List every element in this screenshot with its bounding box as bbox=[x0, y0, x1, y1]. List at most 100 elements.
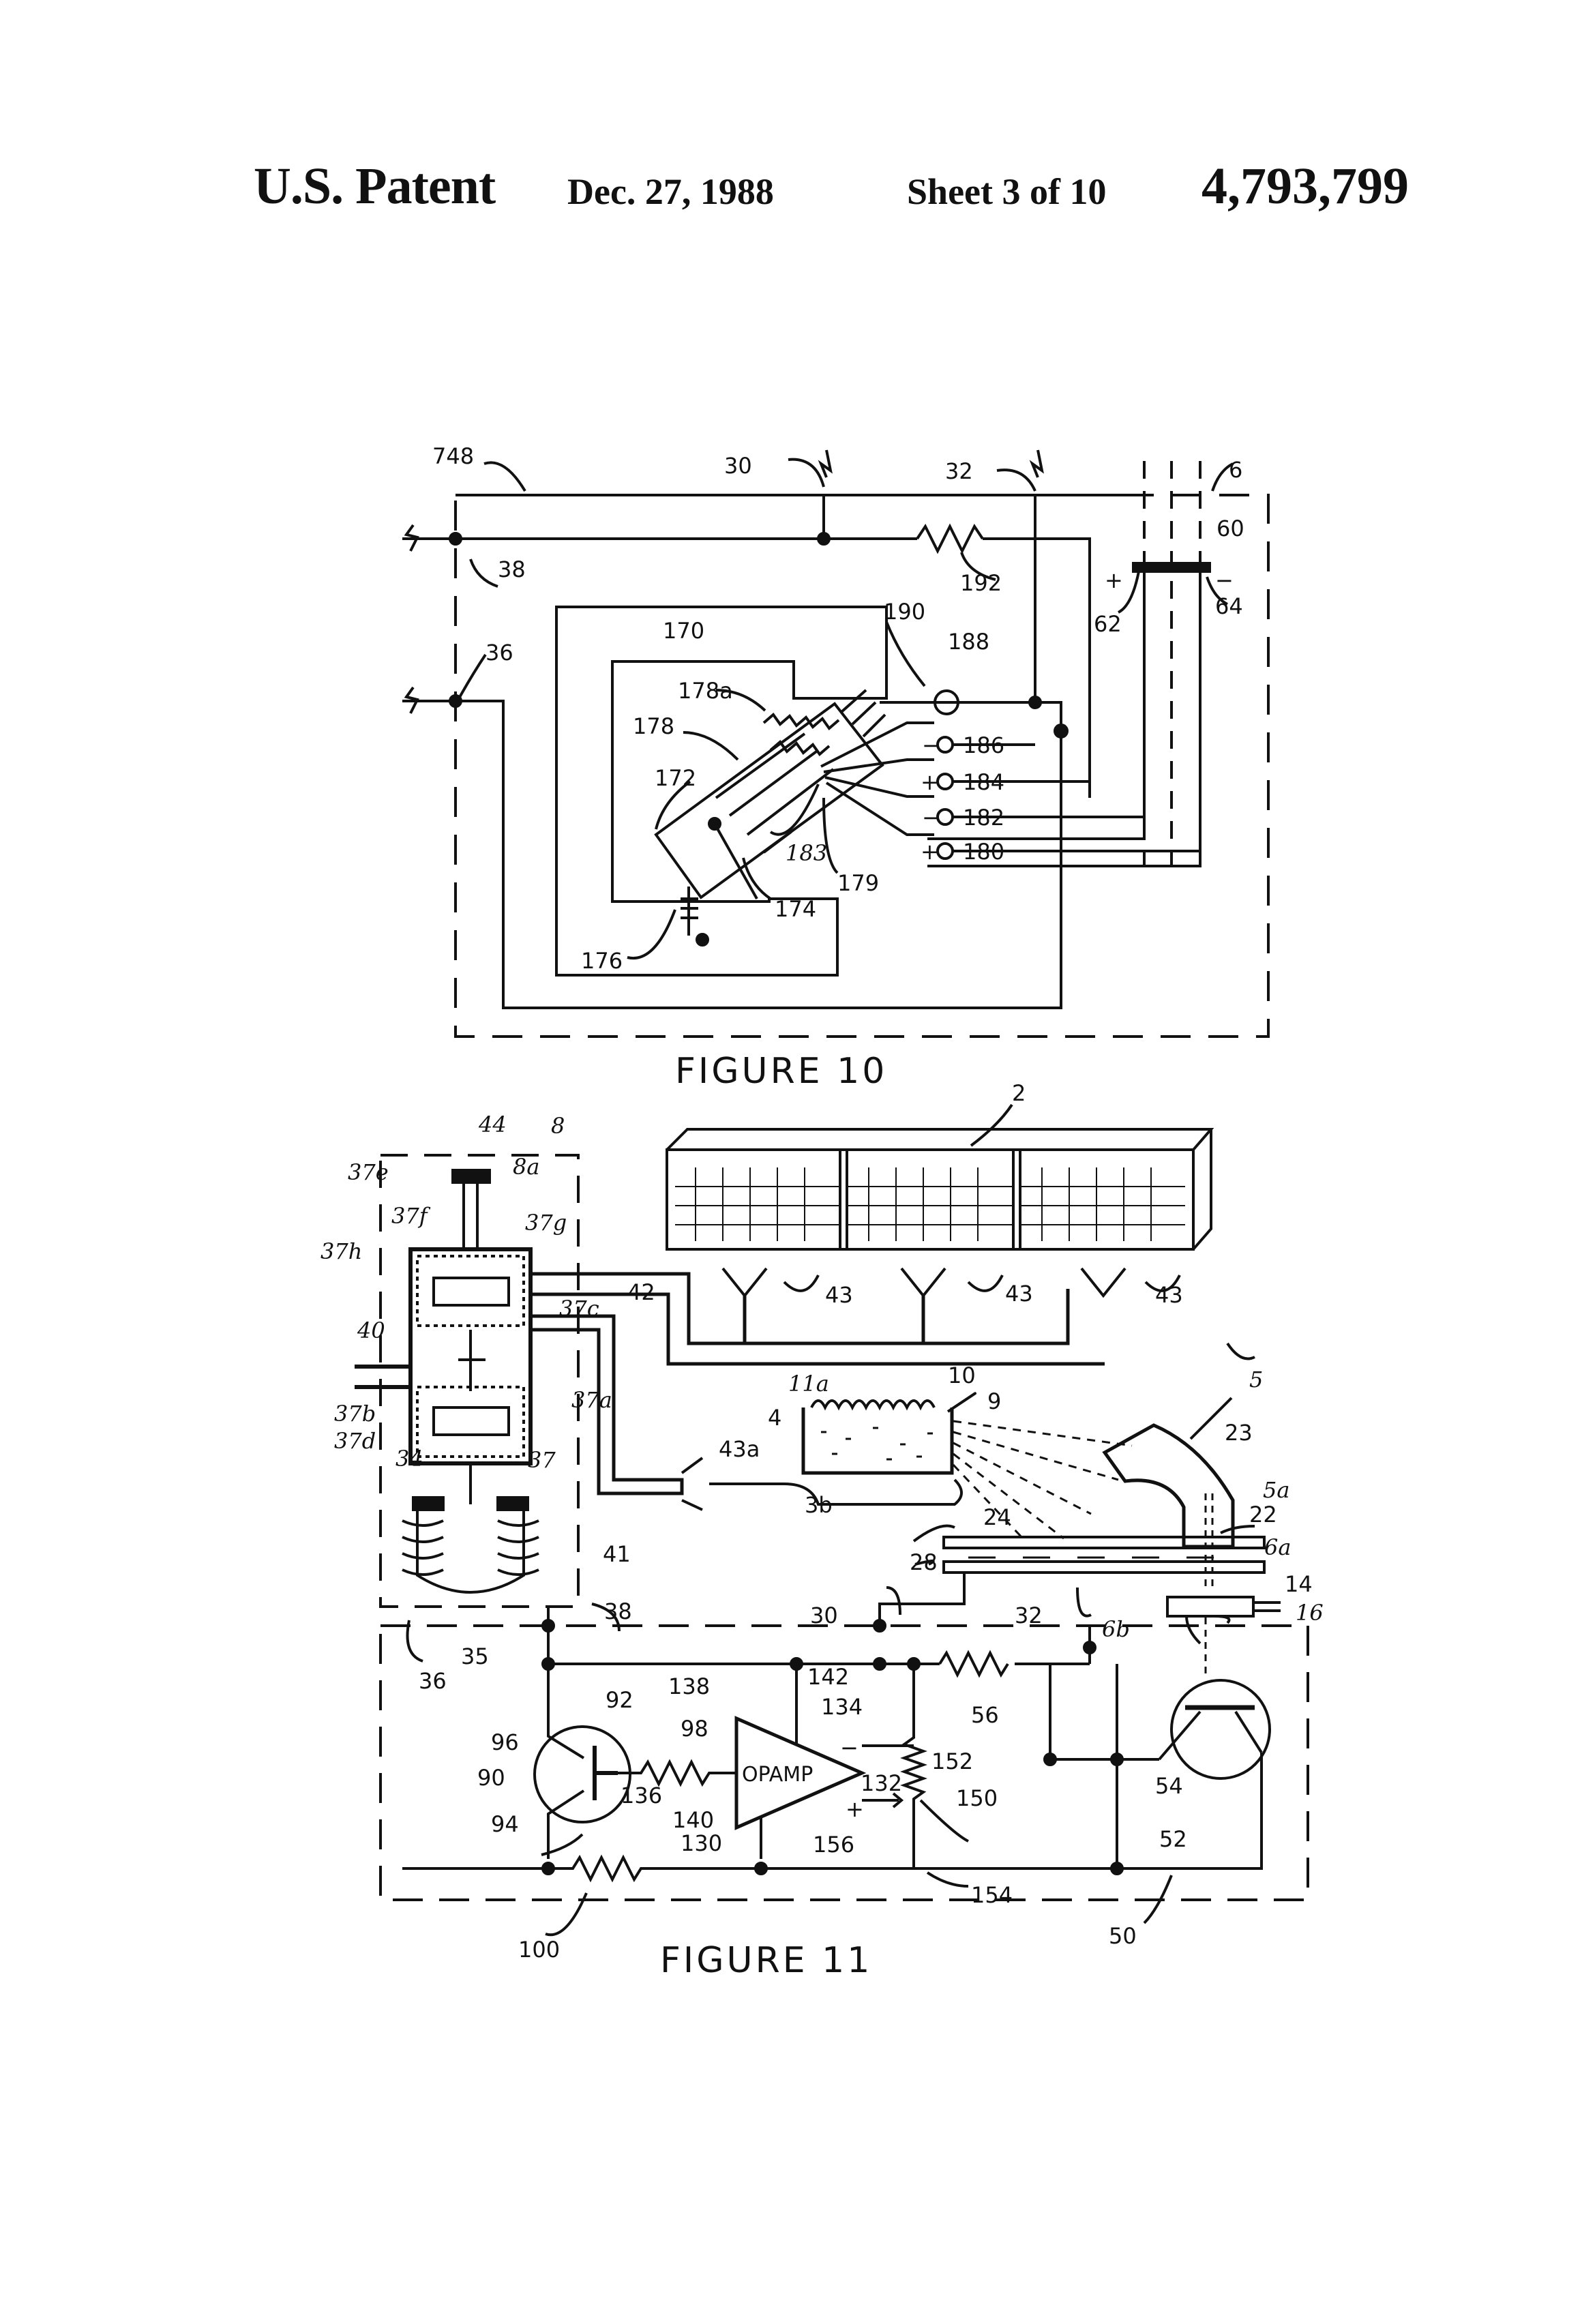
label-6: 6 bbox=[1229, 457, 1242, 483]
heater-grid-v bbox=[696, 1167, 1151, 1241]
heater-grid-h bbox=[675, 1187, 1185, 1225]
figure-10-labels: 748 30 32 6 60 38 192 + − 62 64 170 190 … bbox=[432, 443, 1244, 1092]
junction-32 bbox=[1030, 697, 1041, 708]
valve-stem-top bbox=[464, 1181, 477, 1249]
label-32: 32 bbox=[1015, 1603, 1043, 1628]
heater-top-edge bbox=[667, 1129, 1211, 1249]
solenoid-cap-left bbox=[413, 1498, 443, 1510]
opamp-label: OPAMP bbox=[742, 1763, 813, 1787]
transistor-base-96 bbox=[595, 1746, 618, 1800]
label-94: 94 bbox=[491, 1811, 519, 1837]
container-4 bbox=[803, 1407, 952, 1473]
junction-h bbox=[543, 1863, 554, 1874]
junction-30b bbox=[874, 1620, 885, 1631]
label-38: 38 bbox=[498, 556, 526, 582]
label-2: 2 bbox=[1012, 1080, 1026, 1106]
resistor-192 bbox=[917, 526, 983, 551]
leader-190 bbox=[886, 622, 925, 686]
heater-unit-2 bbox=[840, 1150, 1020, 1249]
burner-nozzles-43 bbox=[723, 1268, 1125, 1296]
label-23: 23 bbox=[1225, 1420, 1253, 1446]
right-verticals bbox=[1050, 1664, 1117, 1868]
leader-183 bbox=[771, 784, 818, 835]
label-41: 41 bbox=[603, 1541, 631, 1567]
label-43a: 43a bbox=[719, 1436, 760, 1462]
label-136: 136 bbox=[621, 1783, 662, 1808]
solenoid-cap-right bbox=[498, 1498, 528, 1510]
figure-10-caption: FIGURE 10 bbox=[675, 1051, 887, 1092]
junction-e bbox=[1084, 1642, 1095, 1653]
label-174: 174 bbox=[775, 896, 816, 922]
label-748: 748 bbox=[432, 443, 474, 469]
figure-11-system bbox=[355, 1105, 1308, 1935]
junction-30 bbox=[818, 533, 829, 544]
junction-b bbox=[791, 1658, 802, 1669]
plate-28 bbox=[944, 1562, 1264, 1573]
label-100: 100 bbox=[518, 1937, 560, 1963]
label-178a: 178a bbox=[678, 678, 733, 704]
label-35: 35 bbox=[461, 1643, 489, 1669]
label-30: 30 bbox=[724, 453, 752, 479]
pivot-lower bbox=[697, 934, 708, 945]
label-132: 132 bbox=[861, 1770, 902, 1796]
label-16: 16 bbox=[1296, 1600, 1324, 1626]
break-32 bbox=[1032, 450, 1042, 477]
label-182: 182 bbox=[963, 805, 1004, 831]
leader-748 bbox=[484, 462, 525, 491]
label-56: 56 bbox=[971, 1702, 999, 1728]
label-52: 52 bbox=[1159, 1826, 1187, 1852]
valve-chamber-lower bbox=[434, 1407, 509, 1435]
label-134: 134 bbox=[821, 1694, 863, 1720]
junction-190 bbox=[1055, 725, 1067, 737]
resistor-56 bbox=[940, 1653, 1008, 1675]
label-42: 42 bbox=[627, 1279, 655, 1305]
minus-opamp: − bbox=[840, 1735, 859, 1761]
label-6a: 6a bbox=[1264, 1534, 1291, 1560]
label-90: 90 bbox=[477, 1765, 505, 1791]
label-190: 190 bbox=[884, 599, 925, 625]
label-43-c: 43 bbox=[1155, 1282, 1183, 1308]
figure-11-labels: 44 8 37e 8a 37f 37g 37h 37c 42 40 37a 37… bbox=[320, 1080, 1324, 1981]
cell-plate bbox=[1133, 563, 1210, 571]
plus-184: + bbox=[921, 769, 939, 795]
collector-23 bbox=[1105, 1425, 1233, 1547]
label-28: 28 bbox=[910, 1549, 938, 1575]
light-path-5 bbox=[1206, 1493, 1212, 1589]
minus-186: − bbox=[922, 732, 940, 758]
label-10: 10 bbox=[948, 1362, 976, 1388]
wire-30-fig11 bbox=[880, 1573, 964, 1626]
coil-11a bbox=[811, 1401, 934, 1407]
transistor-leads bbox=[548, 1664, 584, 1859]
minus-182: − bbox=[922, 805, 940, 831]
leader-176 bbox=[627, 910, 675, 958]
label-5a: 5a bbox=[1263, 1477, 1289, 1503]
label-38: 38 bbox=[604, 1598, 632, 1624]
label-183: 183 bbox=[786, 840, 827, 866]
label-156: 156 bbox=[813, 1832, 854, 1858]
junction-a bbox=[543, 1658, 554, 1669]
minus-64: − bbox=[1215, 567, 1234, 593]
heater-unit-3 bbox=[1013, 1150, 1193, 1249]
figure-10-circuit bbox=[402, 450, 1268, 1037]
label-176: 176 bbox=[581, 948, 623, 974]
heater-unit-1 bbox=[667, 1150, 847, 1249]
junction-g bbox=[1111, 1754, 1122, 1765]
junction-38 bbox=[450, 533, 461, 544]
leader-178 bbox=[683, 732, 738, 760]
solenoid-coil-left bbox=[402, 1521, 443, 1575]
label-62: 62 bbox=[1094, 611, 1122, 637]
label-37g: 37g bbox=[525, 1210, 567, 1236]
resistor-136 bbox=[618, 1762, 736, 1784]
spring-176 bbox=[681, 887, 698, 936]
label-8: 8 bbox=[551, 1113, 565, 1139]
junction-d bbox=[908, 1658, 919, 1669]
label-37a: 37a bbox=[571, 1387, 612, 1413]
label-37: 37 bbox=[528, 1447, 556, 1473]
label-37h: 37h bbox=[320, 1238, 362, 1264]
heater-units-2 bbox=[667, 1129, 1211, 1249]
label-54: 54 bbox=[1155, 1773, 1183, 1799]
label-6b: 6b bbox=[1102, 1616, 1130, 1642]
pilot-nozzle-43a bbox=[682, 1458, 702, 1510]
radiation-rays-9 bbox=[953, 1421, 1132, 1538]
label-178: 178 bbox=[633, 713, 674, 739]
